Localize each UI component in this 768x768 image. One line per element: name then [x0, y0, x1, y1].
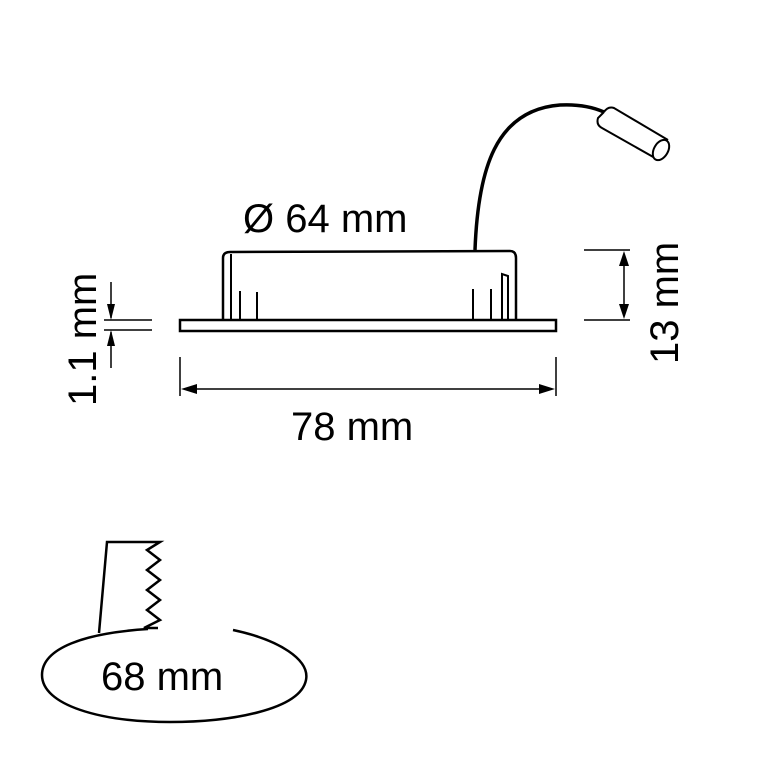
connector-icon [596, 106, 671, 162]
thickness-label: 1.1 mm [61, 273, 105, 406]
width-label: 78 mm [291, 405, 413, 449]
flange [178, 318, 558, 333]
thickness-dimension [104, 282, 152, 368]
diameter-label: Ø 64 mm [243, 197, 407, 241]
cutout-saw-icon [97, 540, 165, 634]
height-dimension [584, 249, 630, 321]
cutout-ellipse [40, 627, 308, 724]
cable [473, 103, 605, 251]
width-dimension [179, 357, 557, 396]
height-label: 13 mm [643, 242, 687, 364]
cutout-label: 68 mm [101, 655, 223, 699]
housing [221, 249, 518, 320]
